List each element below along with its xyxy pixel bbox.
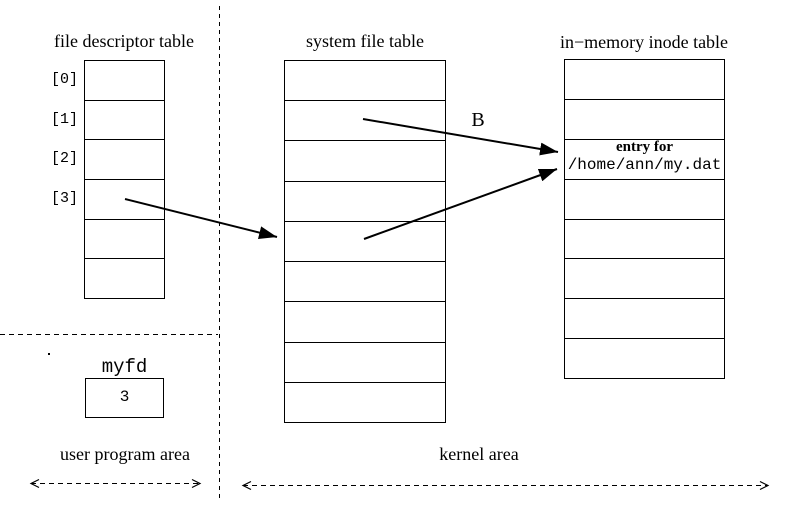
in-memory-inode-table	[564, 59, 725, 379]
arrow-b-label: B	[471, 109, 485, 131]
system-file-table	[284, 60, 446, 423]
table-row	[285, 341, 445, 382]
table-row	[285, 381, 445, 422]
table-row	[285, 100, 445, 140]
table-row	[565, 138, 724, 179]
stray-dot	[48, 353, 50, 355]
fd-table-title: file descriptor table	[54, 31, 194, 51]
table-row	[565, 338, 724, 378]
table-row	[565, 218, 724, 259]
table-row	[285, 180, 445, 221]
table-row	[85, 179, 164, 219]
table-row	[85, 61, 164, 100]
table-row	[285, 61, 445, 100]
table-row	[85, 218, 164, 259]
table-row	[565, 298, 724, 338]
table-row	[285, 301, 445, 341]
table-row	[85, 258, 164, 298]
myfd-box: 3	[85, 378, 164, 418]
table-row	[285, 220, 445, 261]
table-row	[85, 139, 164, 179]
fd-row-label-3: [3]	[50, 190, 78, 207]
inode-entry-line2: /home/ann/my.dat	[567, 156, 722, 174]
table-row	[285, 140, 445, 180]
table-row	[565, 60, 724, 99]
kernel-area-label: kernel area	[439, 444, 519, 464]
table-row	[565, 258, 724, 298]
user-program-area-label: user program area	[60, 444, 190, 464]
table-row	[565, 98, 724, 139]
fd-row-label-2: [2]	[50, 150, 78, 167]
myfd-value: 3	[119, 388, 130, 406]
file-descriptor-table	[84, 60, 165, 299]
myfd-label: myfd	[101, 356, 148, 378]
inode-table-title: in−memory inode table	[559, 32, 729, 52]
inode-entry-cell: entry for /home/ann/my.dat	[564, 139, 725, 175]
fd-row-label-0: [0]	[50, 71, 78, 88]
inode-entry-line1: entry for	[615, 139, 674, 155]
table-row	[285, 261, 445, 301]
fd-row-label-1: [1]	[50, 111, 78, 128]
table-row	[565, 178, 724, 219]
table-row	[85, 99, 164, 140]
system-file-table-title: system file table	[306, 31, 424, 51]
